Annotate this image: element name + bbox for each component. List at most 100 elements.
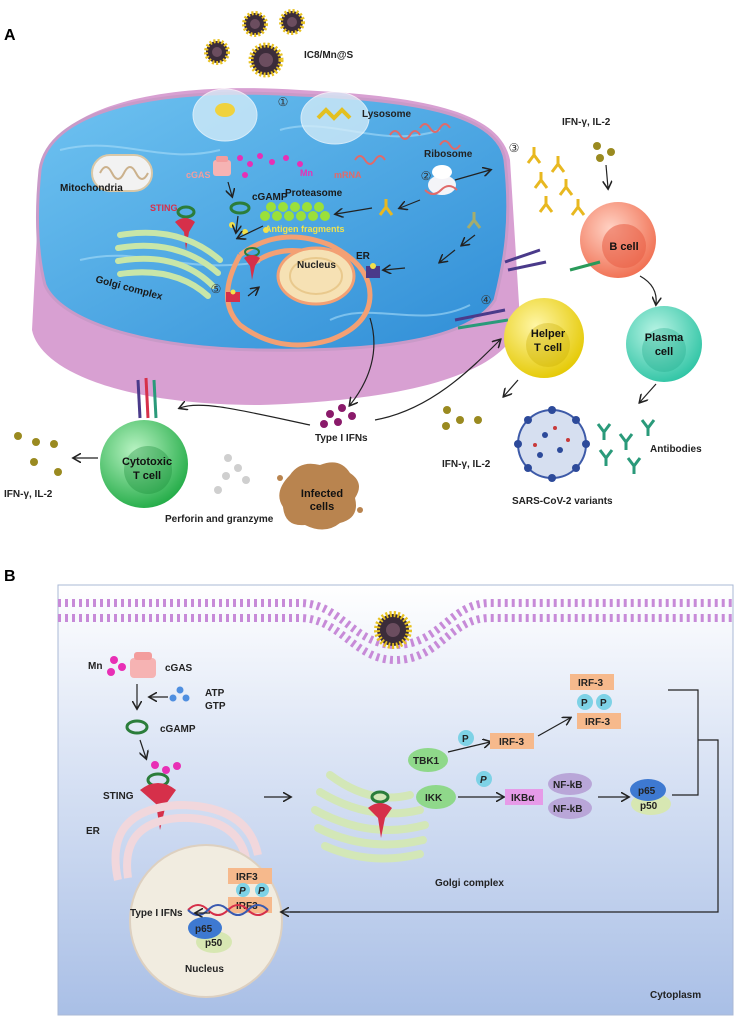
cgamp-icon-b bbox=[125, 719, 149, 735]
type1-ifn-label-a: Type I IFNs bbox=[315, 433, 368, 444]
arrow-cytokine-bcell bbox=[606, 164, 608, 188]
arrow-tbk1-irf3 bbox=[447, 742, 490, 753]
nfkb-label-bottom: NF-kB bbox=[553, 804, 582, 815]
infected-line1: Infected bbox=[301, 488, 343, 500]
sars-cov2-virus-icon bbox=[514, 406, 590, 482]
cytokine-dots-mid bbox=[442, 406, 482, 430]
p65-p50-nucleus bbox=[188, 917, 232, 953]
ifn-top-label: IFN-γ, IL-2 bbox=[562, 117, 611, 128]
p65-p50-cyto bbox=[630, 779, 671, 815]
atp-label: ATP bbox=[205, 688, 225, 699]
irf3-monomer bbox=[490, 733, 534, 749]
type1-ifn-dots-a bbox=[320, 404, 356, 428]
mn-ions-b bbox=[107, 656, 126, 676]
irf3-nuc-bottom-label: IRF3 bbox=[236, 901, 258, 912]
lysosome-icon bbox=[192, 88, 370, 145]
irf3-dimer-top-label: IRF-3 bbox=[578, 678, 603, 689]
b-cell-label: B cell bbox=[609, 241, 638, 253]
arrow-ribosome-proteasome bbox=[400, 199, 421, 208]
perforin-dots bbox=[214, 454, 250, 494]
nucleus-icon-a bbox=[276, 246, 356, 306]
cytokine-dots-top bbox=[593, 142, 615, 162]
irf-complex-icon bbox=[226, 289, 240, 302]
plasma-line2: cell bbox=[655, 346, 673, 358]
ribosome-label: Ribosome bbox=[424, 149, 473, 160]
step-2-number: ② bbox=[421, 169, 432, 183]
arrow-ribosome-out bbox=[454, 170, 490, 181]
sting-icon-a bbox=[175, 205, 196, 250]
receptor-bars-cytotoxic bbox=[136, 377, 158, 419]
lysosome-label: Lysosome bbox=[362, 109, 412, 120]
cgas-label-b: cGAS bbox=[165, 663, 193, 674]
mitochondria-icon bbox=[91, 154, 153, 192]
p65-label-nuc: p65 bbox=[195, 924, 213, 935]
mrna-strands bbox=[354, 123, 461, 165]
tbk1-label: TBK1 bbox=[413, 756, 440, 767]
arrow-cgamp-sting-b bbox=[140, 739, 146, 758]
mn-label-b: Mn bbox=[88, 661, 102, 672]
step-1-number: ① bbox=[278, 95, 289, 109]
arrow-into-er-a bbox=[462, 234, 476, 245]
step-5-number: ⑤ bbox=[211, 282, 222, 296]
cgas-icon bbox=[213, 156, 231, 176]
arrow-ifn-cytotoxic bbox=[180, 405, 311, 426]
er-label-a: ER bbox=[356, 251, 371, 262]
p-label-tbk1: P bbox=[462, 734, 469, 745]
arrow-helper-cytokine bbox=[504, 379, 519, 396]
antigen-y-outside bbox=[526, 147, 586, 216]
cgas-icon-b bbox=[130, 652, 156, 678]
p-label-ikk: P bbox=[480, 775, 487, 786]
p50-label-cyto: p50 bbox=[640, 801, 658, 812]
phos-ikk bbox=[476, 771, 492, 787]
panel-a-letter: A bbox=[4, 27, 16, 44]
arrow-fragments-er bbox=[238, 225, 264, 238]
arrow-bcell-plasma bbox=[639, 275, 656, 304]
type1-ifn-label-b: Type I IFNs bbox=[130, 908, 183, 919]
panel-b-letter: B bbox=[4, 568, 16, 585]
mn-ions-b2 bbox=[151, 761, 181, 774]
proteasome-label: Proteasome bbox=[285, 188, 343, 199]
step-3-number: ③ bbox=[509, 141, 520, 155]
arrow-step5 bbox=[247, 288, 258, 297]
cgas-label: cGAS bbox=[186, 170, 211, 180]
er-icon-b bbox=[111, 800, 262, 881]
ikk-node bbox=[416, 785, 456, 809]
atp-gtp-dots bbox=[169, 686, 190, 702]
ikk-label: IKK bbox=[425, 793, 443, 804]
ikba-label: IKBα bbox=[511, 793, 535, 804]
p-label-dimer2: P bbox=[600, 698, 607, 709]
arrow-cgas-cgamp bbox=[228, 181, 232, 196]
arrow-nucleus-ifn bbox=[350, 317, 375, 405]
ribosome-icon bbox=[424, 165, 458, 195]
cgamp-icon-a bbox=[229, 201, 251, 215]
cytotoxic-line1: Cytotoxic bbox=[122, 456, 172, 468]
cytotoxic-t-cell bbox=[100, 420, 188, 508]
nfkb-label-top: NF-kB bbox=[553, 780, 582, 791]
arrow-to-er-mhc bbox=[384, 268, 406, 270]
antigen-presenting-cell bbox=[32, 88, 520, 406]
plasma-cell bbox=[626, 306, 702, 382]
ifn-mid-label: IFN-γ, IL-2 bbox=[442, 459, 491, 470]
ikba-node bbox=[505, 789, 543, 805]
mitochondria-label: Mitochondria bbox=[60, 183, 123, 194]
mn-ions bbox=[237, 153, 303, 178]
step-4-number: ④ bbox=[481, 293, 492, 307]
antigen-label: Antigen fragments bbox=[265, 224, 345, 234]
irf3-dimer-bottom-label: IRF-3 bbox=[585, 717, 610, 728]
arrow-ifn-helper bbox=[374, 340, 500, 421]
cgamp-label-a: cGAMP bbox=[252, 192, 288, 203]
mhc-icon-er bbox=[366, 263, 380, 278]
cytoplasm-label: Cytoplasm bbox=[650, 990, 701, 1001]
cgamp-label-b: cGAMP bbox=[160, 724, 196, 735]
mrna-label: mRNA bbox=[334, 170, 362, 180]
infected-cells-icon bbox=[277, 462, 363, 530]
sting-label-a: STING bbox=[150, 203, 178, 213]
p-label-dimer1: P bbox=[581, 698, 588, 709]
helper-t-line2: T cell bbox=[534, 342, 562, 354]
irf3-dimer bbox=[570, 674, 621, 729]
nanoparticle-icons bbox=[204, 9, 305, 78]
nfkb-nodes bbox=[548, 773, 592, 819]
sars-label: SARS-CoV-2 variants bbox=[512, 496, 613, 507]
p50-label-nuc: p50 bbox=[205, 938, 223, 949]
cytotoxic-line2: T cell bbox=[133, 470, 161, 482]
